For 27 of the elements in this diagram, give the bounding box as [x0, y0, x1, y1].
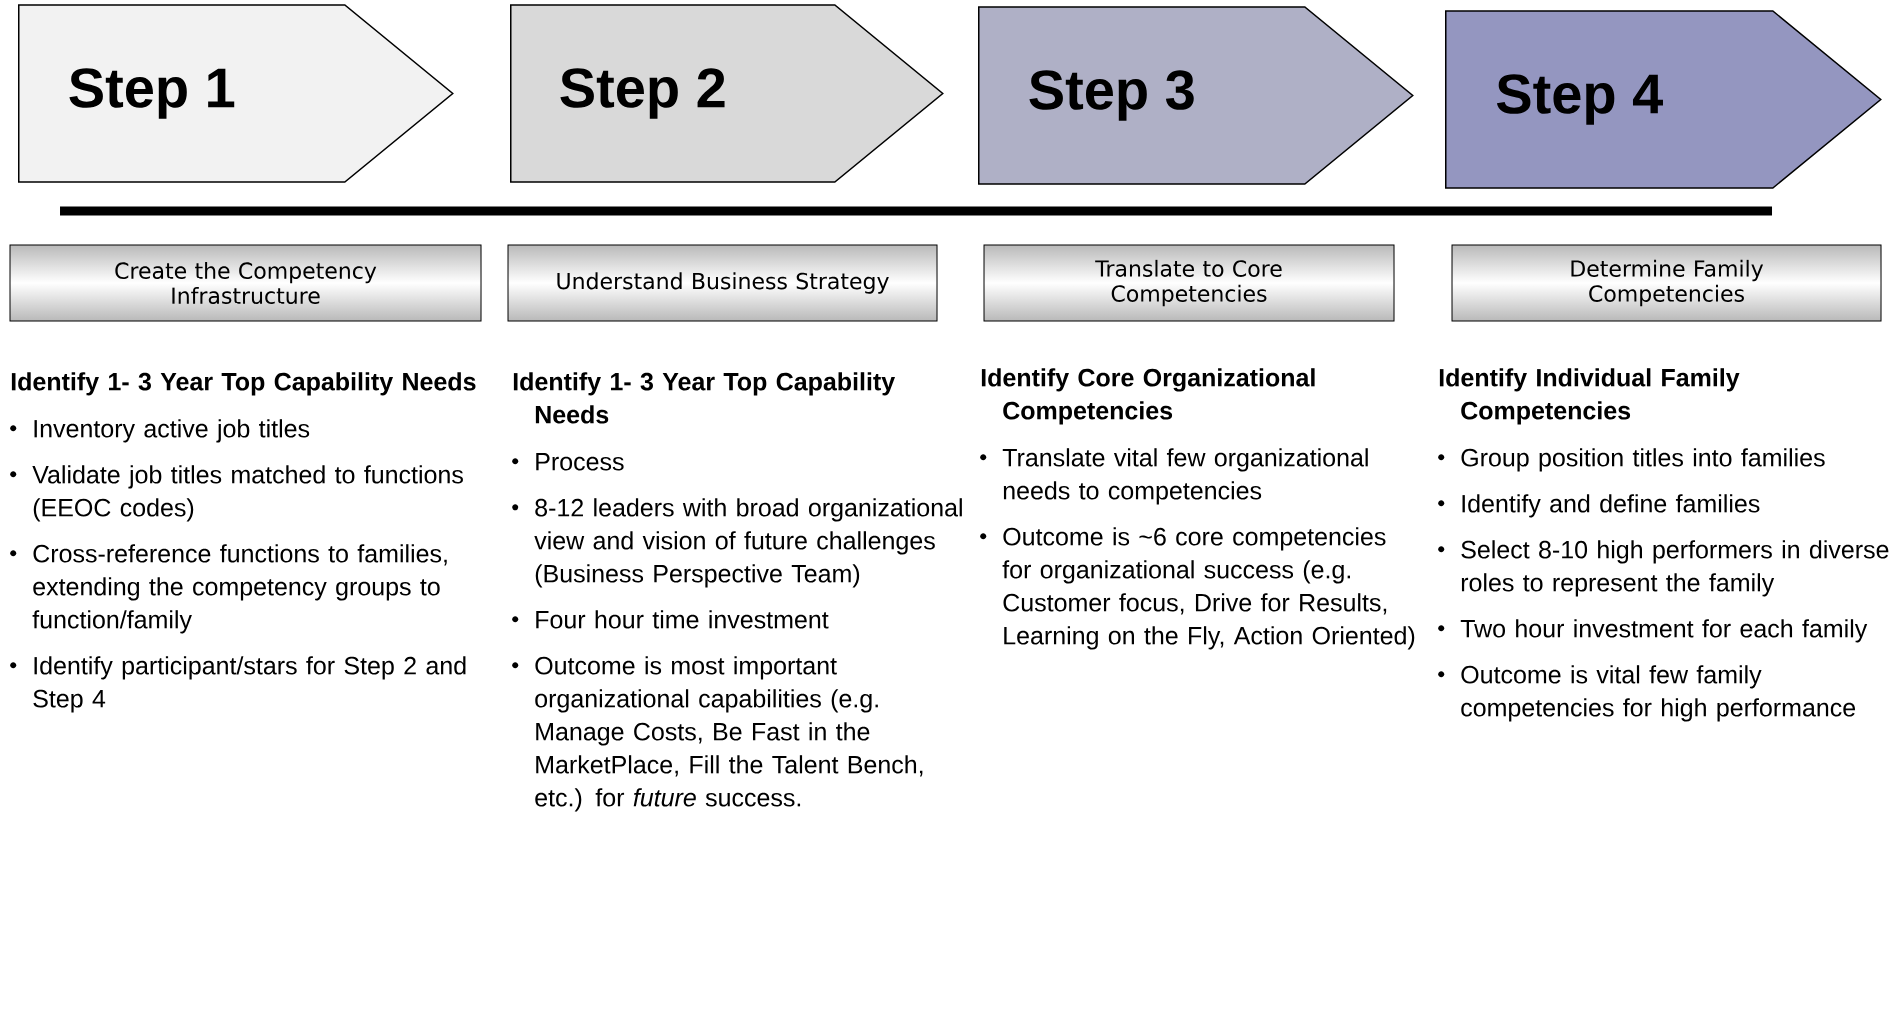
step-label-box: Create the Competency Infrastructure	[9, 244, 482, 322]
bullet-item: Outcome is most important organizational capabilities (e.g. Manage Costs, Be Fast in the MarketPlace, Fill the Talent Bench, etc.) for future success.	[512, 656, 923, 812]
column-heading: Identify 1- 3 Year Top Capability Needs	[513, 372, 896, 424]
bullet-item: Outcome is ~6 core competencies for organizational success (e.g. Customer focus, Drive for Results, Learning on the Fly, Action Oriented)	[980, 527, 1415, 650]
column-heading: Identify Core Organizational Competencies	[981, 368, 1315, 425]
step-label-box: Determine Family Competencies	[1451, 244, 1882, 322]
bullet-item: Outcome is vital few family competencies for high performance	[1438, 665, 1856, 722]
bullet-item: Two hour investment for each family	[1438, 619, 1868, 643]
bullet-item: Four hour time investment	[512, 610, 829, 629]
bullet-item: Validate job titles matched to functions (EEOC codes)	[10, 465, 463, 522]
bullet-item: Identify and define families	[1438, 494, 1760, 518]
bullet-item: Identify participant/stars for Step 2 and Step 4	[10, 656, 466, 713]
step-banner: Step 2	[510, 4, 944, 183]
bullet-item: Group position titles into families	[1438, 448, 1825, 472]
column-heading: Identify Individual Family Competencies	[1439, 368, 1740, 425]
step-banner: Step 4	[1445, 10, 1882, 189]
bullet-item: Inventory active job titles	[10, 419, 310, 443]
step-label-box: Translate to Core Competencies	[983, 244, 1395, 322]
step-banner: Step 3	[978, 6, 1414, 185]
step-label-box: Understand Business Strategy	[507, 244, 938, 322]
bullet-item: Translate vital few organizational needs to competencies	[980, 448, 1368, 505]
bullet-item: 8-12 leaders with broad organizational view and vision of future challenges (Business Perspective Team)	[512, 498, 962, 588]
step-banner: Step 1	[18, 4, 454, 183]
bullet-item: Select 8-10 high performers in diverse roles to represent the family	[1438, 540, 1889, 597]
bullet-item: Process	[512, 453, 624, 471]
bullet-item: Cross-reference functions to families, extending the competency groups to function/family	[10, 544, 447, 634]
column-heading: Identify 1- 3 Year Top Capability Needs	[11, 372, 476, 396]
